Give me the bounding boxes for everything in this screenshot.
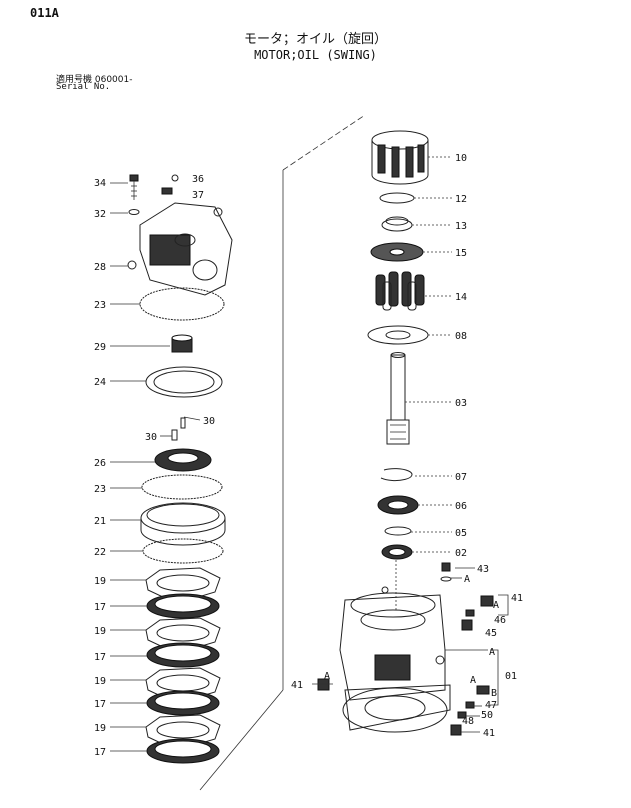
ref-a-5: A — [470, 675, 476, 686]
serial-label-japanese: 適用号機 060001- — [56, 75, 133, 85]
leader-lines — [110, 156, 509, 752]
part-06-bearing — [377, 495, 419, 515]
fittings-right — [317, 562, 494, 736]
callout-19-4: 19 — [94, 723, 106, 734]
callout-21: 21 — [94, 516, 106, 527]
callout-01: 01 — [505, 671, 517, 682]
callout-17-3: 17 — [94, 699, 106, 710]
callout-22: 22 — [94, 547, 106, 558]
part-30-pin-upper — [180, 417, 186, 429]
part-12-ring — [379, 192, 415, 204]
page-code: 011A — [30, 6, 59, 20]
part-22-o-ring — [142, 538, 224, 564]
callout-14: 14 — [455, 292, 467, 303]
callout-47: 47 — [485, 700, 497, 711]
callout-13: 13 — [455, 221, 467, 232]
part-19-friction-plate-2 — [145, 617, 221, 649]
divider-line-bottom — [199, 689, 284, 791]
callout-30-left: 30 — [145, 432, 157, 443]
callout-41-right: 41 — [511, 593, 523, 604]
ref-b-1: B — [491, 688, 497, 699]
callout-26: 26 — [94, 458, 106, 469]
part-19-friction-plate-1 — [145, 567, 221, 599]
callout-03: 03 — [455, 398, 467, 409]
divider-line-top — [282, 114, 366, 171]
callout-02: 02 — [455, 548, 467, 559]
callout-17-4: 17 — [94, 747, 106, 758]
ref-a-3: A — [489, 647, 495, 658]
part-19-friction-plate-4 — [145, 714, 221, 746]
part-08-plate — [367, 325, 429, 345]
part-17-separator-plate-3 — [146, 690, 220, 716]
part-28-valve-casing — [127, 202, 233, 296]
callout-32: 32 — [94, 209, 106, 220]
part-14-piston-set — [375, 271, 425, 311]
part-32-washer — [128, 209, 140, 215]
callout-12: 12 — [455, 194, 467, 205]
part-10-cylinder-block — [371, 130, 429, 185]
part-23-o-ring-lower — [141, 474, 223, 500]
callout-29: 29 — [94, 342, 106, 353]
callout-10: 10 — [455, 153, 467, 164]
part-01-motor-housing — [339, 586, 451, 733]
ref-a-1: A — [464, 574, 470, 585]
callout-06: 06 — [455, 501, 467, 512]
part-17-separator-plate-4 — [146, 738, 220, 764]
callout-08: 08 — [455, 331, 467, 342]
part-13-spring-seat — [381, 216, 413, 232]
callout-23-lower: 23 — [94, 484, 106, 495]
part-29-needle-bearing — [171, 334, 193, 353]
callout-34: 34 — [94, 178, 106, 189]
part-17-separator-plate-1 — [146, 593, 220, 619]
callout-05: 05 — [455, 528, 467, 539]
callout-28: 28 — [94, 262, 106, 273]
callout-45: 45 — [485, 628, 497, 639]
callout-36: 36 — [192, 174, 204, 185]
part-36-plug — [171, 174, 179, 182]
callout-48: 48 — [462, 716, 474, 727]
callout-37: 37 — [192, 190, 204, 201]
callout-19-2: 19 — [94, 626, 106, 637]
part-24-valve-plate — [145, 366, 223, 398]
callout-50: 50 — [481, 710, 493, 721]
part-17-separator-plate-2 — [146, 642, 220, 668]
callout-19-3: 19 — [94, 676, 106, 687]
part-03-drive-shaft — [386, 352, 410, 445]
part-21-piston — [140, 502, 226, 546]
part-05-ring — [384, 526, 412, 536]
part-37-plate — [161, 187, 173, 195]
callout-24: 24 — [94, 377, 106, 388]
callout-41-left: 41 — [291, 680, 303, 691]
page-title-japanese: モータ；オイル（旋回） — [243, 32, 387, 47]
ref-a-2: A — [493, 600, 499, 611]
part-02-oil-seal — [381, 544, 413, 560]
callout-30-right: 30 — [203, 416, 215, 427]
part-23-o-ring-upper — [139, 287, 225, 321]
ref-a-4: A — [324, 671, 330, 682]
part-30-pin-lower — [171, 429, 178, 441]
callout-43: 43 — [477, 564, 489, 575]
part-15-retainer-plate — [370, 242, 424, 262]
callout-46: 46 — [494, 615, 506, 626]
part-34-bolt — [129, 174, 139, 200]
callout-15: 15 — [455, 248, 467, 259]
page-title-english: MOTOR;OIL (SWING) — [254, 48, 377, 62]
callout-17-1: 17 — [94, 602, 106, 613]
callout-07: 07 — [455, 472, 467, 483]
callout-23-upper: 23 — [94, 300, 106, 311]
part-07-snap-ring — [380, 468, 413, 482]
callout-17-2: 17 — [94, 652, 106, 663]
callout-41-bottom: 41 — [483, 728, 495, 739]
serial-label-english: Serial No. — [56, 82, 111, 92]
callout-19-1: 19 — [94, 576, 106, 587]
part-26-brake-piston — [154, 448, 212, 472]
